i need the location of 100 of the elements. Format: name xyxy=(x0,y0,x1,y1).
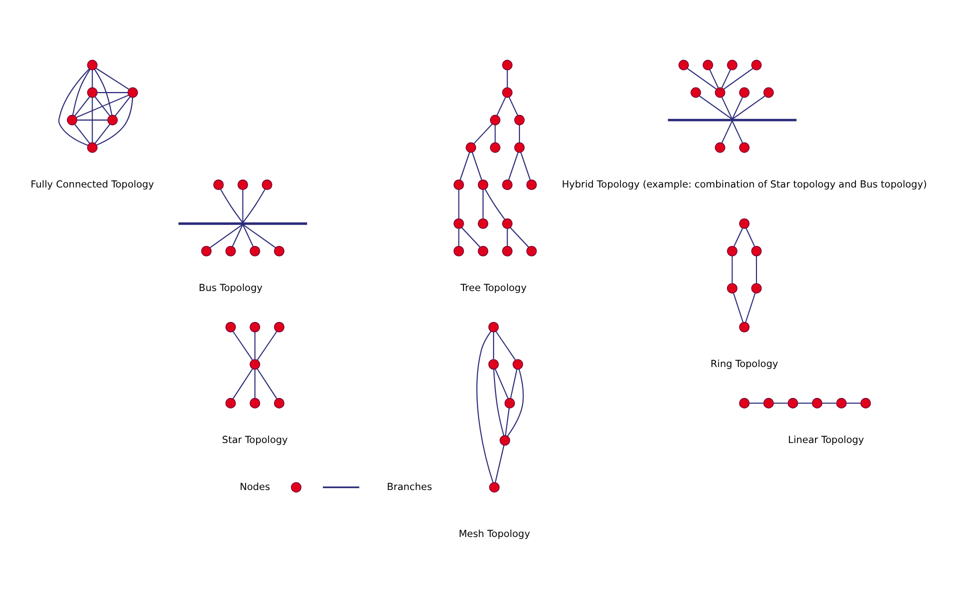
connector xyxy=(256,368,277,398)
node-circle xyxy=(273,321,284,332)
connector xyxy=(520,152,530,180)
connector xyxy=(76,94,128,118)
connector xyxy=(74,96,90,116)
connector xyxy=(232,368,252,398)
connector xyxy=(58,68,90,146)
connector xyxy=(506,228,508,246)
node-circle xyxy=(499,434,510,446)
node-circle xyxy=(249,397,260,408)
node-circle xyxy=(273,245,284,256)
node-circle xyxy=(212,179,224,190)
node-circle xyxy=(453,218,464,228)
label: Mesh Topology xyxy=(458,528,530,540)
connector xyxy=(698,95,732,120)
connector xyxy=(460,226,480,247)
connector xyxy=(114,96,130,116)
node-circle xyxy=(249,358,260,370)
node-circle xyxy=(504,397,514,408)
connector xyxy=(476,330,494,482)
node-circle xyxy=(678,59,688,70)
node-circle xyxy=(811,397,822,408)
node-circle xyxy=(489,142,500,152)
node-circle xyxy=(249,321,260,332)
node-circle xyxy=(66,114,77,125)
label: Fully Connected Topology xyxy=(30,178,154,190)
connector xyxy=(492,368,504,436)
node-circle xyxy=(86,142,98,152)
node-circle xyxy=(86,59,98,70)
label: Ring Topology xyxy=(710,358,778,370)
label: Bus Topology xyxy=(198,282,262,294)
node-circle xyxy=(738,218,750,228)
connector xyxy=(494,444,504,482)
node-circle xyxy=(488,321,498,332)
connector xyxy=(94,123,110,144)
node-circle xyxy=(690,86,701,98)
node-circle xyxy=(237,179,248,190)
node-circle xyxy=(738,142,750,152)
node-circle xyxy=(836,397,846,408)
connector xyxy=(731,120,743,143)
connector xyxy=(232,330,252,360)
node-circle xyxy=(714,86,725,98)
node-circle xyxy=(502,218,512,228)
connector xyxy=(473,123,492,144)
connector xyxy=(209,224,242,248)
connector xyxy=(242,224,276,248)
connector xyxy=(506,368,524,436)
node-circle xyxy=(702,59,713,70)
node-circle xyxy=(750,59,762,70)
connector xyxy=(506,69,508,87)
connector xyxy=(254,368,255,398)
connector xyxy=(96,96,133,146)
node-circle xyxy=(224,321,236,332)
node-circle xyxy=(224,397,236,408)
node-circle xyxy=(127,86,138,98)
connector xyxy=(504,408,510,436)
connector xyxy=(458,228,459,246)
connector xyxy=(94,68,112,115)
connector xyxy=(731,95,765,120)
connector xyxy=(731,256,732,283)
node-circle xyxy=(477,218,488,228)
connector xyxy=(494,124,496,142)
node-circle xyxy=(526,245,536,256)
connector xyxy=(509,226,528,247)
connector xyxy=(458,189,459,218)
node-bar xyxy=(667,118,796,121)
connector xyxy=(720,68,730,88)
connector xyxy=(822,402,836,404)
node-circle xyxy=(249,245,260,256)
connector xyxy=(492,332,494,359)
node-circle xyxy=(488,482,500,492)
label: Star Topology xyxy=(222,434,288,446)
node-circle xyxy=(738,321,750,332)
connector xyxy=(95,67,129,90)
node-circle xyxy=(502,179,512,190)
node-circle xyxy=(453,245,464,256)
connector xyxy=(846,402,860,404)
node-circle xyxy=(477,245,488,256)
node-circle xyxy=(489,114,500,125)
connector xyxy=(74,123,90,144)
connector xyxy=(91,69,92,87)
node-circle xyxy=(787,397,798,408)
node-circle xyxy=(224,245,236,256)
node-circle xyxy=(106,114,118,125)
node-circle xyxy=(750,282,762,294)
connector xyxy=(484,188,505,220)
connector xyxy=(76,119,108,120)
connector xyxy=(494,368,508,398)
node-circle xyxy=(502,59,512,70)
connector xyxy=(508,152,518,180)
node-circle xyxy=(750,245,762,256)
node-circle xyxy=(726,282,737,294)
node-circle xyxy=(465,142,476,152)
connector xyxy=(508,96,518,115)
legend-label: Branches xyxy=(386,481,432,492)
node-circle xyxy=(860,397,870,408)
connector xyxy=(220,188,243,222)
connector xyxy=(733,228,743,246)
node-circle xyxy=(200,245,212,256)
node-circle xyxy=(261,179,272,190)
